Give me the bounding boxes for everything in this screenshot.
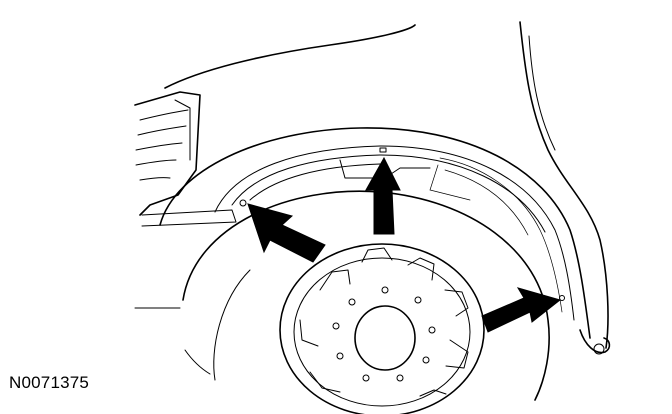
wheel-opening <box>159 127 611 355</box>
arrow-right <box>481 287 562 333</box>
figure-id-label: N0071375 <box>9 373 90 392</box>
fasteners <box>239 147 565 301</box>
pointer-arrows <box>247 156 562 333</box>
bumper-area <box>134 91 237 375</box>
arrow-center <box>365 156 401 235</box>
arrow-left <box>247 203 326 263</box>
wheel <box>279 243 485 414</box>
body-panel <box>164 21 609 349</box>
tire <box>182 190 550 401</box>
